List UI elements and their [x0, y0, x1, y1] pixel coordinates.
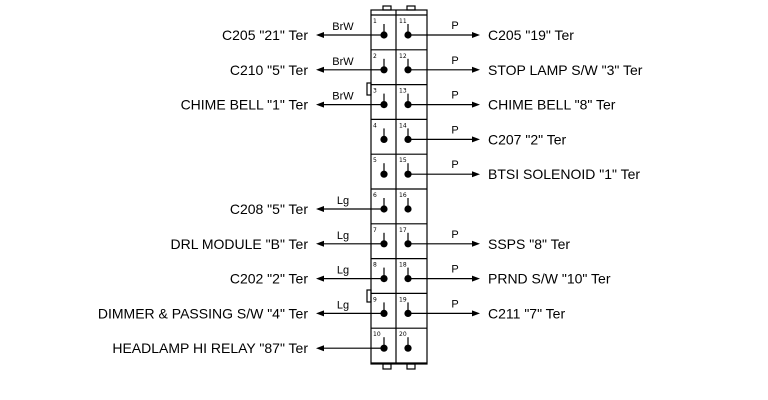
arrow-right-icon	[472, 32, 480, 38]
terminal-destination-label: C211 "7" Ter	[488, 305, 565, 321]
wire-color-label: Lg	[337, 230, 349, 242]
pin-number: 10	[373, 331, 381, 338]
pin-number: 3	[373, 88, 377, 95]
wire-color-label: P	[451, 229, 458, 241]
pin-number: 9	[373, 296, 377, 303]
arrow-right-icon	[472, 101, 480, 108]
arrow-left-icon	[316, 345, 324, 352]
pin-number: 11	[399, 18, 407, 25]
arrow-left-icon	[316, 66, 324, 73]
pin-number: 2	[373, 53, 377, 60]
terminal-destination-label: C210 "5" Ter	[230, 62, 309, 78]
wire-color-label: BrW	[332, 91, 354, 103]
wire-color-label: P	[451, 159, 458, 171]
pin-number: 19	[399, 296, 407, 303]
right-pin-column: 11 12 13 14 15 16 17 18 19 20	[399, 18, 412, 352]
pin-number: 16	[399, 192, 407, 199]
arrow-left-icon	[316, 310, 324, 317]
connector-body	[366, 5, 428, 370]
wire-color-label: P	[451, 20, 458, 32]
terminal-destination-label: C202 "2" Ter	[230, 271, 309, 287]
arrow-left-icon	[316, 275, 324, 282]
pin-number: 7	[373, 227, 377, 234]
arrow-right-icon	[472, 171, 480, 178]
pin-terminal-dot	[404, 205, 412, 213]
pin-number: 18	[399, 262, 407, 269]
arrow-left-icon	[316, 206, 324, 212]
pin-number: 4	[373, 122, 377, 129]
pin-number: 6	[373, 192, 377, 199]
wire-color-label: P	[451, 264, 458, 276]
terminal-destination-label: STOP LAMP S/W "3" Ter	[488, 62, 643, 78]
pin-terminal-dot	[404, 344, 412, 352]
arrow-left-icon	[316, 32, 324, 38]
pin-number: 1	[373, 18, 377, 25]
pin-number: 17	[399, 227, 407, 234]
terminal-destination-label: DRL MODULE "B" Ter	[170, 236, 308, 252]
arrow-right-icon	[472, 66, 480, 73]
pin-number: 20	[399, 331, 407, 338]
wire-color-label: Lg	[337, 299, 349, 311]
terminal-destination-label: PRND S/W "10" Ter	[488, 271, 611, 287]
wire-color-label: Lg	[337, 265, 349, 277]
cavity-grid	[371, 14, 427, 364]
wire-color-label: P	[451, 124, 458, 136]
terminal-destination-label: C205 "19" Ter	[488, 27, 574, 43]
terminal-destination-label: CHIME BELL "8" Ter	[488, 97, 616, 113]
wire-color-label: BrW	[332, 21, 354, 33]
pin-number: 15	[399, 157, 407, 164]
pin-number: 13	[399, 88, 407, 95]
pin-number: 14	[399, 122, 407, 129]
arrow-left-icon	[316, 240, 324, 247]
arrow-right-icon	[472, 240, 480, 247]
wire-color-label: BrW	[332, 56, 354, 68]
wire-color-label: Lg	[337, 195, 349, 207]
terminal-destination-label: DIMMER & PASSING S/W "4" Ter	[98, 305, 308, 321]
arrow-right-icon	[472, 310, 480, 317]
terminal-destination-label: C207 "2" Ter	[488, 131, 567, 147]
pin-number: 8	[373, 262, 377, 269]
pin-number: 12	[399, 53, 407, 60]
terminal-destination-label: C205 "21" Ter	[222, 27, 308, 43]
pin-terminal-dot	[380, 170, 388, 178]
arrow-right-icon	[472, 136, 480, 143]
pin-number: 5	[373, 157, 377, 164]
left-pin-column: 1 2 3 4 5 6 7 8 9 10	[373, 18, 388, 352]
terminal-destination-label: CHIME BELL "1" Ter	[181, 97, 309, 113]
terminal-destination-label: C208 "5" Ter	[230, 201, 309, 217]
terminal-destination-label: BTSI SOLENOID "1" Ter	[488, 166, 640, 182]
wire-color-label: P	[451, 55, 458, 67]
wire-color-label: P	[451, 298, 458, 310]
terminal-destination-label: SSPS "8" Ter	[488, 236, 570, 252]
arrow-left-icon	[316, 101, 324, 108]
wire-color-label: P	[451, 90, 458, 102]
terminal-destination-label: HEADLAMP HI RELAY "87" Ter	[112, 340, 308, 356]
arrow-right-icon	[472, 275, 480, 282]
pin-terminal-dot	[380, 135, 388, 143]
